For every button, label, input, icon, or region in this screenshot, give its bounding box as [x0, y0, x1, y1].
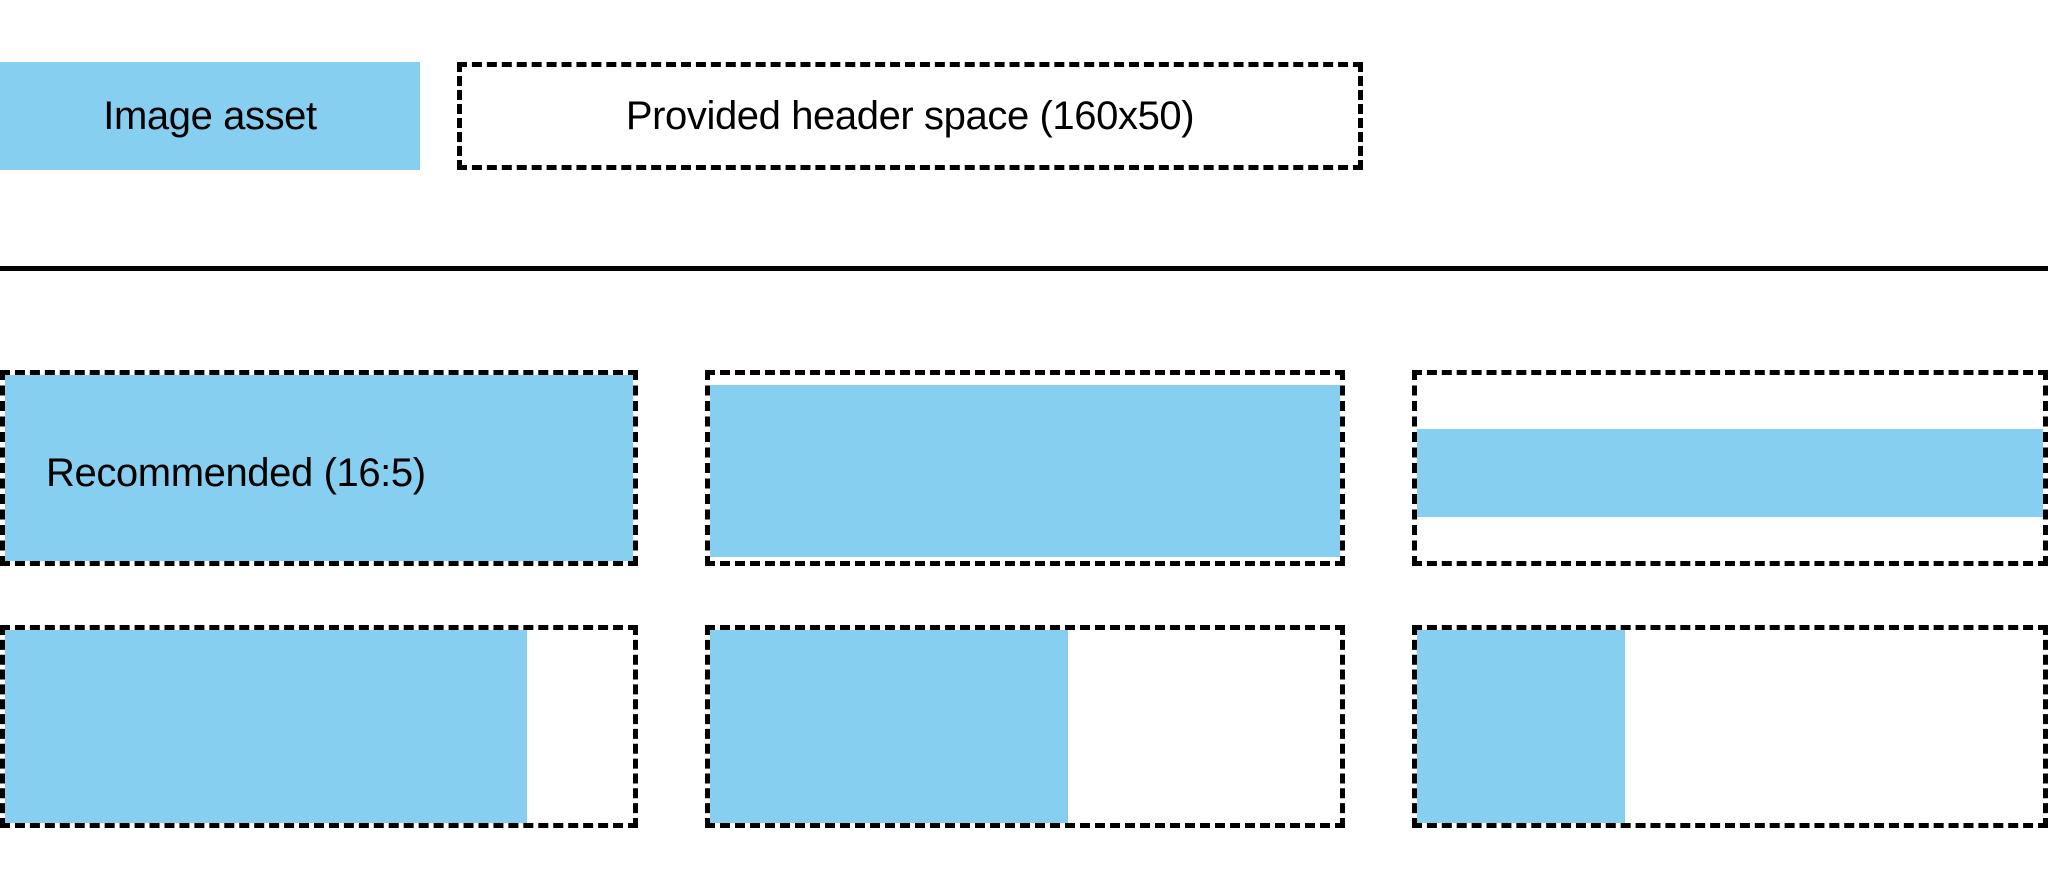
legend-row: Image asset Provided header space (160x5… [0, 62, 2048, 170]
sample-cell-r0c1 [705, 370, 1345, 566]
sample-cell-r1c0 [0, 625, 638, 828]
asset-fill-r1c0 [5, 630, 527, 823]
legend-provided-header-space-label: Provided header space (160x50) [625, 94, 1195, 138]
sample-cell-r0c2 [1412, 370, 2048, 566]
sample-cell-r1c2 [1412, 625, 2048, 828]
sample-cell-r1c1 [705, 625, 1345, 828]
sample-cell-r0c0: Recommended (16:5) [0, 370, 638, 566]
legend-provided-header-space-box: Provided header space (160x50) [457, 62, 1363, 170]
section-divider [0, 266, 2048, 271]
asset-fill-r1c1 [710, 630, 1068, 823]
legend-image-asset-label: Image asset [103, 94, 317, 138]
asset-fill-r0c1 [710, 385, 1340, 557]
legend-image-asset-swatch: Image asset [0, 62, 420, 170]
asset-fill-r0c0: Recommended (16:5) [5, 375, 633, 561]
sample-label-recommended: Recommended (16:5) [46, 451, 426, 495]
asset-fill-r1c2 [1417, 630, 1625, 823]
asset-fill-r0c2 [1417, 429, 2043, 517]
